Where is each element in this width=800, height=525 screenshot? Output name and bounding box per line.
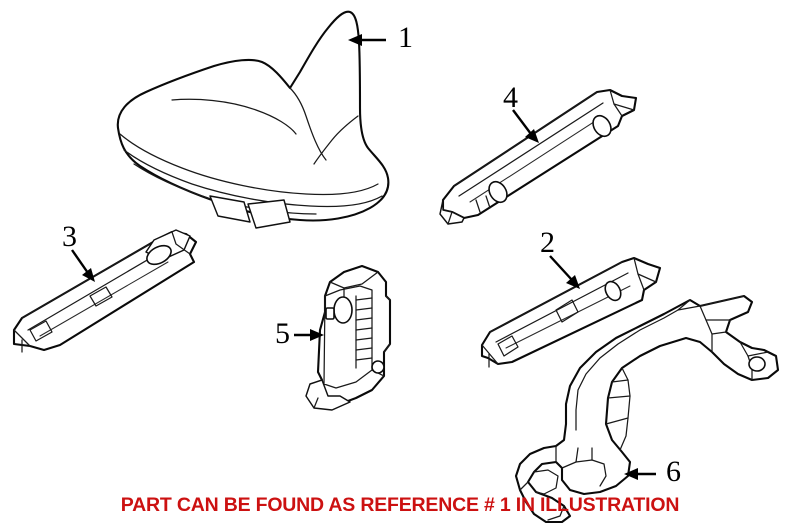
callout-6: 6 [624, 455, 681, 488]
part-antenna-bar-upper [439, 88, 638, 225]
callout-3-label: 3 [62, 220, 77, 253]
callout-3: 3 [62, 220, 95, 282]
callout-6-label: 6 [666, 455, 681, 488]
callout-4-label: 4 [503, 81, 518, 114]
part-antenna-bar-right [480, 256, 662, 368]
part-control-module [305, 264, 392, 411]
callout-1: 1 [348, 21, 413, 54]
callout-5: 5 [275, 317, 324, 350]
part-antenna-bar-left [12, 229, 198, 353]
part-shark-fin-antenna [116, 10, 390, 229]
callout-2-label: 2 [540, 226, 555, 259]
callout-2: 2 [540, 226, 580, 289]
part-mounting-bracket [514, 294, 780, 524]
callout-5-label: 5 [275, 317, 290, 350]
callout-4: 4 [503, 81, 539, 143]
callout-1-label: 1 [398, 21, 413, 54]
